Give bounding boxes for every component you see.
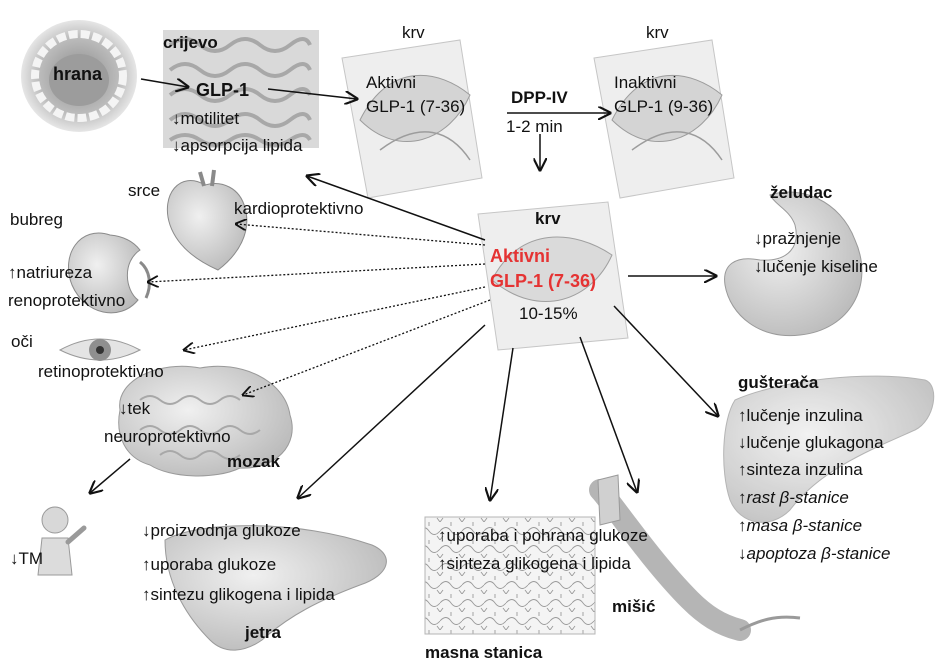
center-percent: 10-15% <box>519 303 578 324</box>
blood-active-line1: Aktivni <box>366 72 416 93</box>
blood-inactive-line1: Inaktivni <box>614 72 676 93</box>
bubreg-effect-1: ↑natriureza <box>8 262 92 283</box>
oci-label: oči <box>11 331 33 352</box>
masna-label: masna stanica <box>425 642 542 663</box>
blood-inactive-line2: GLP-1 (9-36) <box>614 96 713 117</box>
jetra-effect-1: ↓proizvodnja glukoze <box>142 520 301 541</box>
bubreg-effect-2: renoprotektivno <box>8 290 125 311</box>
mozak-effect-1: ↓tek <box>119 398 150 419</box>
tm-label: ↓TM <box>10 548 43 569</box>
crijevo-effect-2: ↓apsorpcija lipida <box>172 135 302 156</box>
jetra-effect-2: ↑uporaba glukoze <box>142 554 276 575</box>
enzyme-label: DPP-IV <box>511 87 568 108</box>
arrow-to-gusteraca <box>614 306 718 416</box>
gusteraca-effect-6: ↓apoptoza β-stanice <box>738 543 890 564</box>
glp1-label: GLP-1 <box>196 80 249 101</box>
center-title: krv <box>535 208 561 229</box>
arrow-to-misic <box>580 337 637 492</box>
zeludac-effect-1: ↓pražnjenje <box>754 228 841 249</box>
center-line2: GLP-1 (7-36) <box>490 271 596 292</box>
gusteraca-label: gušterača <box>738 372 818 393</box>
dotted-arrow-bubreg <box>148 264 485 282</box>
zeludac-effect-2: ↓lučenje kiseline <box>754 256 878 277</box>
gusteraca-effect-1: ↑lučenje inzulina <box>738 405 863 426</box>
jetra-label: jetra <box>245 622 281 643</box>
center-line1: Aktivni <box>490 246 550 267</box>
gusteraca-effect-5: ↑masa β-stanice <box>738 515 862 536</box>
arrow-to-masna <box>490 348 513 500</box>
enzyme-time: 1-2 min <box>506 116 563 137</box>
dotted-arrow-oci <box>184 287 485 350</box>
blood-inactive-title: krv <box>646 22 669 43</box>
srce-effect: kardioprotektivno <box>234 198 363 219</box>
eye-icon <box>60 339 140 361</box>
hrana-label: hrana <box>53 64 102 85</box>
gusteraca-effect-3: ↑sinteza inzulina <box>738 459 863 480</box>
crijevo-title: crijevo <box>163 32 218 53</box>
blood-active-line2: GLP-1 (7-36) <box>366 96 465 117</box>
arrow-to-jetra <box>298 325 485 498</box>
blood-vessel-icon <box>594 40 734 198</box>
srce-label: srce <box>128 180 160 201</box>
gusteraca-effect-2: ↓lučenje glukagona <box>738 432 884 453</box>
mozak-label: mozak <box>227 451 280 472</box>
bubreg-label: bubreg <box>10 209 63 230</box>
zeludac-label: želudac <box>770 182 832 203</box>
arrow-mozak-tm <box>90 459 130 493</box>
blood-active-title: krv <box>402 22 425 43</box>
dotted-arrow-mozak <box>243 300 490 395</box>
person-icon <box>38 507 84 575</box>
masna-effect-1: ↑uporaba i pohrana glukoze <box>438 525 648 546</box>
blood-vessel-icon <box>342 40 482 198</box>
jetra-effect-3: ↑sintezu glikogena i lipida <box>142 584 335 605</box>
mozak-effect-2: neuroprotektivno <box>104 426 231 447</box>
crijevo-effect-1: ↓motilitet <box>172 108 239 129</box>
gusteraca-effect-4: ↑rast β-stanice <box>738 487 849 508</box>
masna-effect-2: ↑sinteza glikogena i lipida <box>438 553 631 574</box>
heart-icon <box>167 170 246 270</box>
misic-label: mišić <box>612 596 655 617</box>
oci-effect: retinoprotektivno <box>38 361 164 382</box>
